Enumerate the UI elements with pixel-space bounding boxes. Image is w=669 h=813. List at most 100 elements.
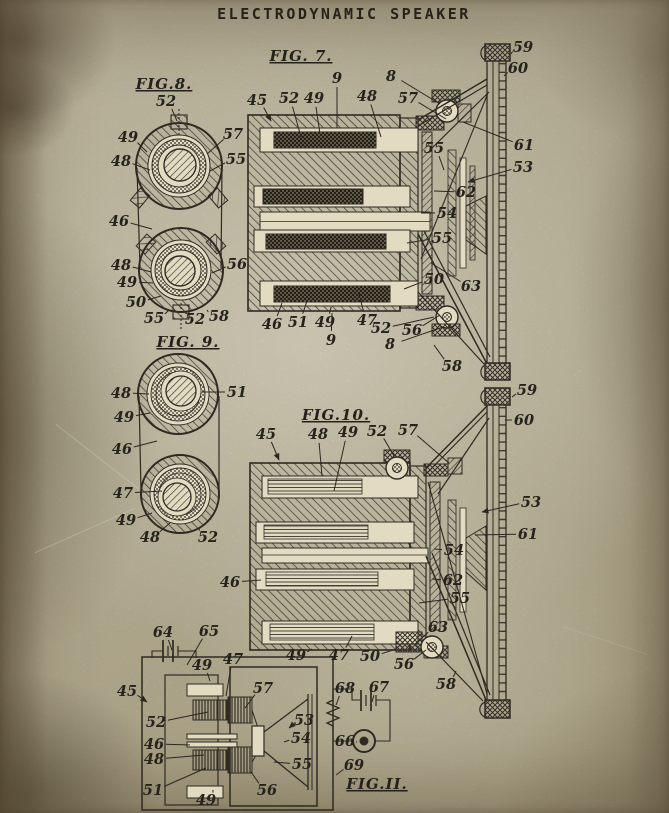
ref-number: 47 [113,485,133,502]
leader-line [418,598,449,604]
leader-line [225,667,232,697]
leader-line [206,672,211,682]
ref-number: 49 [117,274,137,291]
leader-line [276,302,283,317]
ref-number: 50 [360,648,380,665]
leader-line [401,80,441,105]
ref-number: 47 [223,651,243,668]
leader-line [134,490,163,493]
coil-winding [227,746,253,774]
ref-number: 48 [308,426,328,443]
ref-number: 59 [517,382,537,399]
ref-number: 55 [432,230,452,247]
ref-number: 68 [335,680,355,697]
speaker-cone [251,694,313,790]
ref-number: 57 [253,680,273,697]
leader-line [452,670,457,678]
ref-number: 48 [140,529,160,546]
fig9-caption: FIG. 9. [155,333,219,351]
ref-number: 46 [109,213,129,230]
leader-line [164,310,169,315]
leader-line [171,108,178,122]
leader-line [430,262,461,282]
ref-number: 54 [291,730,311,747]
ref-number: 46 [262,316,282,333]
leader-line [198,527,200,531]
ref-number: 48 [144,751,164,768]
ref-number: 61 [514,137,534,154]
leader-line [330,312,333,332]
leader-line [135,412,151,417]
leader-line [406,238,431,244]
leader-line [433,190,455,193]
leader-line [345,635,353,648]
ref-number: 50 [424,271,444,288]
leader-line [206,139,224,155]
ref-number: 46 [144,736,164,753]
ref-number: 66 [335,733,355,750]
ref-number: 50 [126,294,146,311]
leader-line [133,440,158,448]
ref-number: 8 [385,336,395,353]
ref-number: 53 [521,494,541,511]
leader-line [474,533,517,536]
leader-line [511,393,517,398]
ref-number: 54 [444,542,464,559]
ref-number: 48 [357,88,377,105]
ref-number: 47 [329,647,349,664]
battery-symbol [151,640,197,662]
ref-number: 62 [456,184,476,201]
ref-number: 56 [394,656,414,673]
leader-line [433,548,443,551]
leader-line [283,739,290,743]
ref-number: 49 [286,647,306,664]
leader-line [335,768,344,776]
ref-number: 48 [111,385,131,402]
leader-line [462,121,513,143]
ref-number: 69 [344,757,364,774]
leader-line [167,711,209,721]
leader-line [137,142,148,153]
fig7-caption: FIG. 7. [268,47,332,65]
leader-line [433,344,445,360]
leader-line [438,156,445,171]
leader-line [335,695,340,706]
ref-number: 58 [436,676,456,693]
ref-number: 62 [443,572,463,589]
leader-line [138,281,154,284]
ref-number: 67 [369,679,389,696]
ref-number: 49 [114,409,134,426]
ref-number: 55 [144,310,164,327]
ref-number: 65 [199,623,219,640]
leader-line [206,309,209,313]
leader-line [467,168,512,184]
ref-number: 52 [185,311,205,328]
leader-line [383,438,395,457]
ref-number: 49 [196,792,216,809]
ref-number: 63 [428,619,448,636]
fig10-caption: FIG.10. [301,406,370,424]
ref-number: 61 [518,526,538,543]
ref-number: 57 [223,126,243,143]
leader-line [165,754,205,759]
fig8-caption: FIG.8. [135,75,193,93]
ref-number: 52 [146,714,166,731]
ref-number: 58 [209,308,229,325]
fig10-artwork [249,387,511,719]
leader-line [211,266,226,274]
leader-line [250,771,260,784]
leader-line [401,326,444,342]
ref-number: 46 [220,574,240,591]
ref-number: 59 [513,39,533,56]
inner-box [164,674,219,806]
leader-line [137,512,153,519]
ref-number: 49 [118,129,138,146]
ref-number: 52 [371,320,391,337]
ref-number: 55 [292,756,312,773]
leader-line [209,162,226,172]
leader-line [418,101,447,120]
